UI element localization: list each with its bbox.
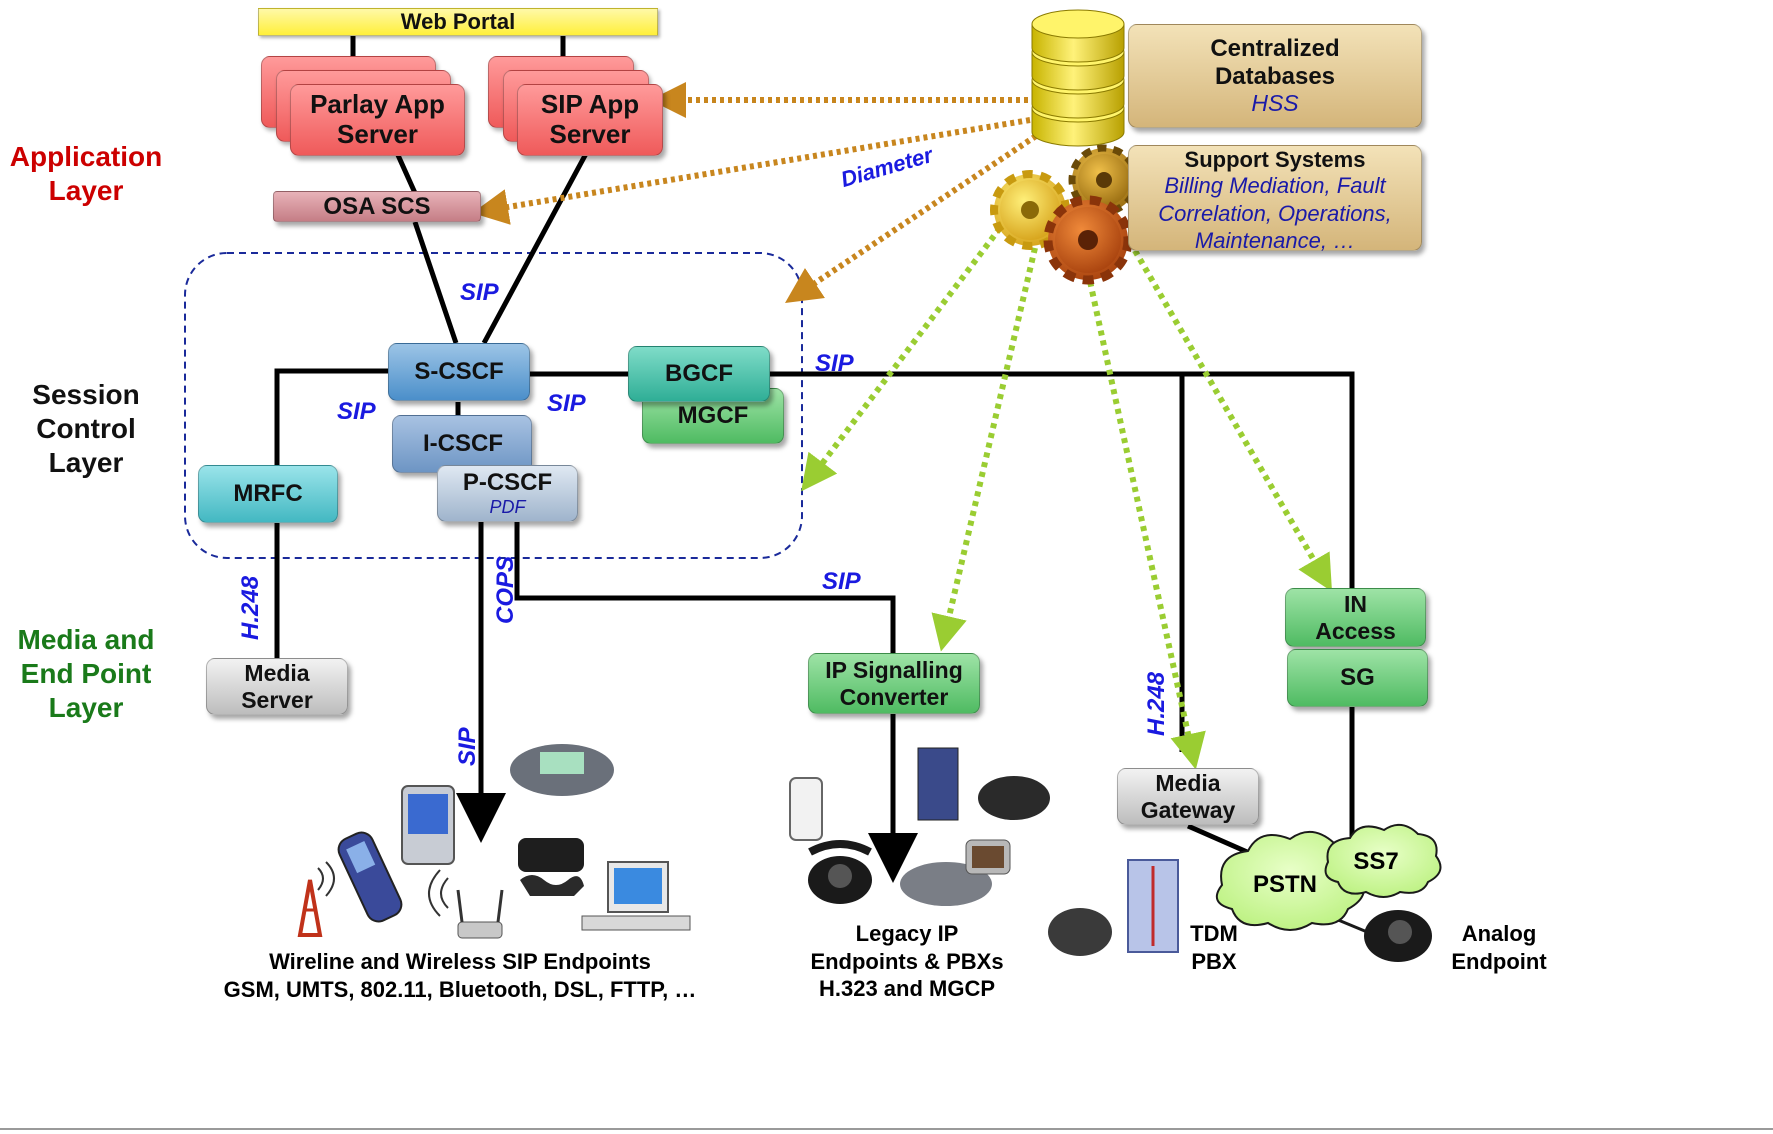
s-cscf-label: S-CSCF xyxy=(414,358,504,386)
media-gateway-label: Media Gateway xyxy=(1140,770,1236,823)
desk-phone-icon xyxy=(978,776,1050,820)
diameter-links xyxy=(472,82,1038,303)
osa-scs-label: OSA SCS xyxy=(323,192,431,220)
bottom-rule xyxy=(0,1128,1773,1130)
s-cscf: S-CSCF xyxy=(388,343,530,401)
sip-right-label: SIP xyxy=(547,390,586,417)
session-control-region xyxy=(184,252,803,559)
centralized-databases-box: Centralized Databases HSS xyxy=(1128,24,1422,128)
p-cscf: P-CSCF PDF xyxy=(437,465,578,522)
tdm-pbx-caption: TDM PBX xyxy=(1190,921,1238,974)
mrfc-label: MRFC xyxy=(233,480,303,508)
pstn-label: PSTN xyxy=(1252,871,1317,898)
support-links xyxy=(801,226,1333,770)
media-gateway: Media Gateway xyxy=(1117,768,1259,825)
modem-icon xyxy=(789,777,823,841)
parlay-app-server: Parlay App Server xyxy=(290,84,465,156)
sip-upper-label: SIP xyxy=(460,279,499,306)
web-portal-label: Web Portal xyxy=(400,9,516,35)
mgcf-label: MGCF xyxy=(677,402,749,430)
web-portal-bar: Web Portal xyxy=(258,8,658,36)
signalling-links xyxy=(274,36,1355,883)
mrfc: MRFC xyxy=(198,465,338,523)
cops-label: COPS xyxy=(492,555,519,624)
cell-tower-icon xyxy=(297,861,335,937)
i-cscf-label: I-CSCF xyxy=(423,430,503,457)
database-icon xyxy=(1031,9,1125,147)
ss7-cloud xyxy=(1324,823,1442,898)
p-cscf-label: P-CSCF xyxy=(462,469,553,497)
sg: SG xyxy=(1287,649,1428,707)
sg-label: SG xyxy=(1340,664,1375,692)
session-control-layer-label: Session Control Layer xyxy=(32,379,140,479)
support-systems-subtitle: Billing Mediation, Fault Correlation, Op… xyxy=(1158,173,1392,254)
in-access: IN Access xyxy=(1285,588,1426,647)
legacy-endpoint-devices xyxy=(789,747,1050,906)
h248-right-label: H.248 xyxy=(1143,671,1170,736)
analog-endpoint-caption: Analog Endpoint xyxy=(1451,921,1547,974)
sip-endpoints-label: SIP xyxy=(454,727,481,766)
gears-icon xyxy=(990,144,1140,285)
support-systems-box: Support Systems Billing Mediation, Fault… xyxy=(1128,145,1422,253)
ip-phone-icon xyxy=(510,744,614,796)
sip-endpoints-caption: Wireline and Wireless SIP Endpoints GSM,… xyxy=(223,949,697,1002)
video-phone-icon xyxy=(900,839,1011,906)
sip-app-server: SIP App Server xyxy=(517,84,663,156)
office-phone-icon xyxy=(1048,908,1112,956)
p-cscf-sub: PDF xyxy=(489,496,526,517)
server-icon xyxy=(917,747,959,821)
osa-scs: OSA SCS xyxy=(273,191,481,222)
media-endpoint-layer-label: Media and End Point Layer xyxy=(17,624,155,724)
sip-endpoint-devices xyxy=(297,744,691,939)
bgcf-label: BGCF xyxy=(665,360,733,388)
i-cscf: I-CSCF xyxy=(392,415,532,473)
application-layer-label: Application Layer xyxy=(9,141,163,207)
in-access-label: IN Access xyxy=(1315,591,1396,644)
media-server: Media Server xyxy=(206,658,348,715)
databases-title: Centralized Databases xyxy=(1210,35,1340,90)
ip-signalling-converter: IP Signalling Converter xyxy=(808,653,980,714)
ip-signalling-converter-label: IP Signalling Converter xyxy=(825,657,963,710)
sip-app-server-label: SIP App Server xyxy=(540,89,640,149)
parlay-app-server-label: Parlay App Server xyxy=(310,89,445,149)
rotary-phone-icon xyxy=(808,840,872,904)
pda-icon xyxy=(401,785,455,865)
desktop-pc-icon xyxy=(581,861,691,931)
sip-left-label: SIP xyxy=(337,398,376,425)
databases-subtitle: HSS xyxy=(1251,90,1299,117)
media-server-label: Media Server xyxy=(241,660,313,713)
ss7-label: SS7 xyxy=(1353,848,1399,875)
bgcf: BGCF xyxy=(628,346,770,402)
legacy-endpoints-caption: Legacy IP Endpoints & PBXs H.323 and MGC… xyxy=(810,921,1004,1001)
support-systems-title: Support Systems xyxy=(1184,147,1366,172)
h248-left-label: H.248 xyxy=(237,575,264,640)
sip-bgcf-label: SIP xyxy=(815,350,854,377)
game-console-icon xyxy=(518,838,584,896)
mobile-phone-icon xyxy=(337,831,403,923)
sip-mid-label: SIP xyxy=(822,568,861,595)
tdm-devices xyxy=(1048,859,1179,956)
wireless-ap-icon xyxy=(428,869,504,939)
